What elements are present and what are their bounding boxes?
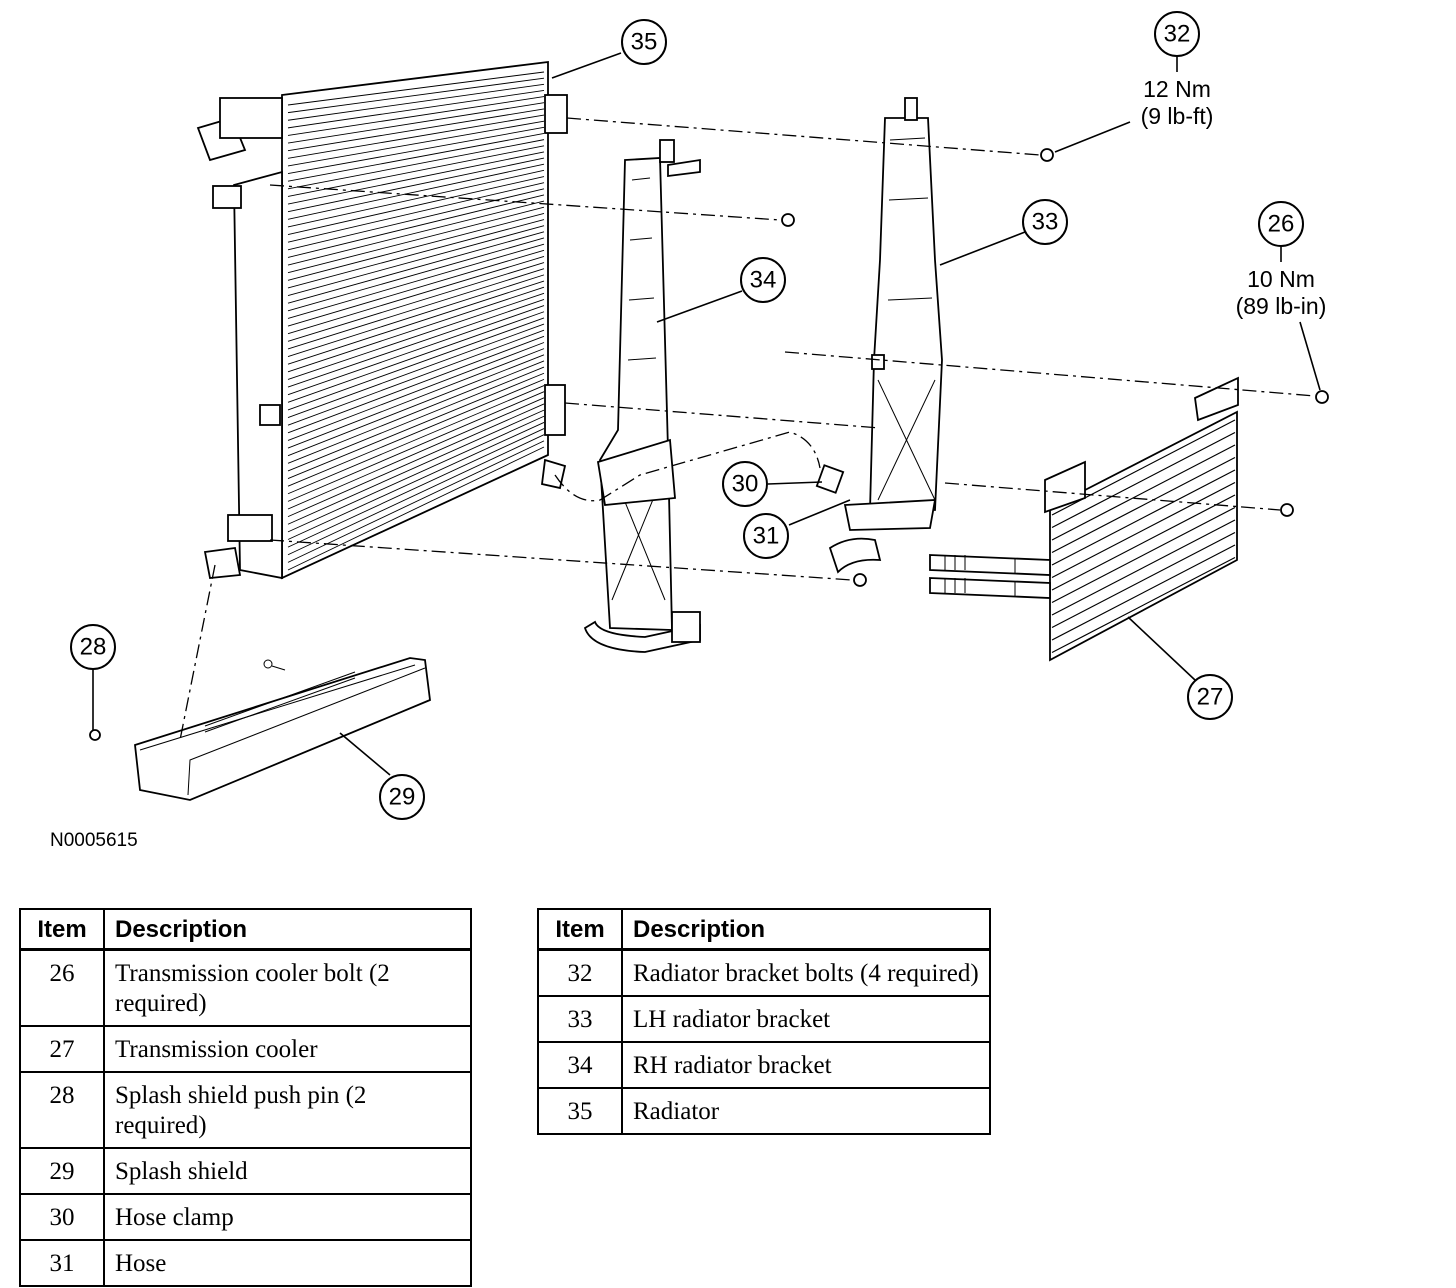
leader-lines — [92, 52, 1321, 776]
torque-32-imperial: (9 lb-ft) — [1141, 103, 1214, 129]
item-description-cell: Radiator bracket bolts (4 required) — [621, 948, 991, 997]
column-header-item: Item — [19, 908, 105, 951]
callout-26-label: 26 — [1268, 211, 1295, 238]
torque-spec-item-32: 12 Nm (9 lb-ft) — [1141, 76, 1214, 129]
callout-27: 27 — [1187, 674, 1233, 720]
callout-27-label: 27 — [1197, 684, 1224, 711]
hose-and-clamp-illustration — [815, 464, 882, 574]
torque-26-metric: 10 Nm — [1247, 266, 1315, 292]
alignment-lines — [179, 117, 1316, 741]
item-description-cell: LH radiator bracket — [621, 995, 991, 1043]
transmission-cooler-illustration — [929, 376, 1239, 662]
callout-32-label: 32 — [1164, 21, 1191, 48]
column-header-item: Item — [537, 908, 623, 951]
item-description-cell: RH radiator bracket — [621, 1041, 991, 1089]
table-header-row: Item Description — [19, 908, 472, 951]
callout-34-label: 34 — [750, 267, 777, 294]
callout-33: 33 — [1022, 199, 1068, 245]
callout-31: 31 — [743, 513, 789, 559]
item-description-cell: Splash shield push pin (2 required) — [103, 1071, 472, 1149]
torque-26-imperial: (89 lb-in) — [1236, 293, 1327, 319]
item-number-cell: 34 — [537, 1041, 623, 1089]
item-number-cell: 27 — [19, 1025, 105, 1073]
callout-29: 29 — [379, 774, 425, 820]
callout-35: 35 — [621, 19, 667, 65]
item-number-cell: 26 — [19, 948, 105, 1027]
callout-32: 32 — [1154, 11, 1200, 57]
callout-35-label: 35 — [631, 29, 658, 56]
item-description-cell: Hose — [103, 1239, 472, 1287]
callout-26: 26 — [1258, 201, 1304, 247]
item-number-cell: 28 — [19, 1071, 105, 1149]
column-header-description: Description — [103, 908, 472, 951]
figure-reference-id: N0005615 — [50, 830, 138, 851]
item-number-cell: 33 — [537, 995, 623, 1043]
item-number-cell: 32 — [537, 948, 623, 997]
item-description-cell: Transmission cooler bolt (2 required) — [103, 948, 472, 1027]
callout-31-label: 31 — [753, 523, 780, 550]
item-number-cell: 35 — [537, 1087, 623, 1135]
callout-33-label: 33 — [1032, 209, 1059, 236]
lh-radiator-bracket-illustration — [843, 97, 943, 531]
callout-28-label: 28 — [80, 634, 107, 661]
splash-shield-illustration — [134, 657, 431, 801]
item-description-cell: Splash shield — [103, 1147, 472, 1195]
callout-30: 30 — [722, 461, 768, 507]
item-description-cell: Radiator — [621, 1087, 991, 1135]
item-number-cell: 31 — [19, 1239, 105, 1287]
item-description-cell: Transmission cooler — [103, 1025, 472, 1073]
callout-34: 34 — [740, 257, 786, 303]
fasteners — [89, 148, 1329, 741]
item-description-cell: Hose clamp — [103, 1193, 472, 1241]
item-number-cell: 30 — [19, 1193, 105, 1241]
exploded-parts-diagram: 12 Nm (9 lb-ft) 10 Nm (89 lb-in) 35 32 3… — [70, 11, 1329, 820]
column-header-description: Description — [621, 908, 991, 951]
callout-29-label: 29 — [389, 784, 416, 811]
table-header-row: Item Description — [537, 908, 991, 951]
callout-28: 28 — [70, 624, 116, 670]
torque-spec-item-26: 10 Nm (89 lb-in) — [1236, 266, 1327, 319]
callout-30-label: 30 — [732, 471, 759, 498]
radiator-illustration — [196, 60, 568, 580]
item-number-cell: 29 — [19, 1147, 105, 1195]
rh-radiator-bracket-illustration — [583, 139, 701, 653]
torque-32-metric: 12 Nm — [1143, 76, 1211, 102]
